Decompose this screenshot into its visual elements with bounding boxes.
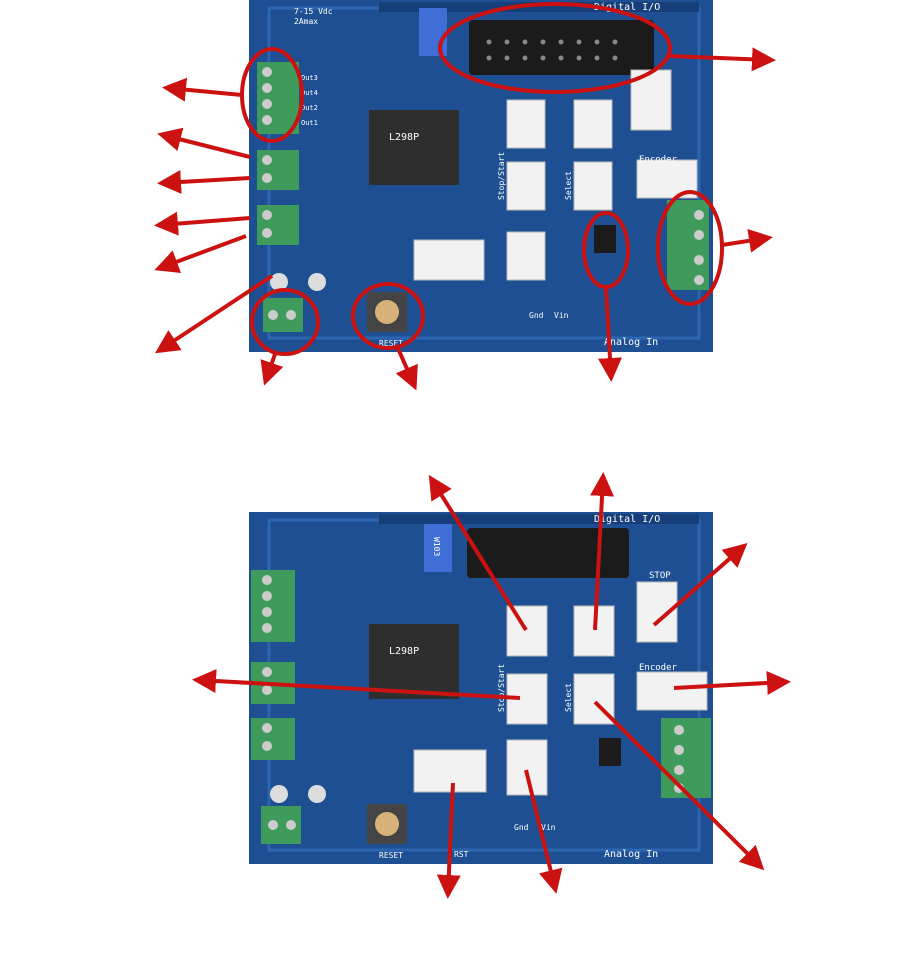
circle-ribbon-header (440, 4, 670, 92)
arrow-bottom-connector (448, 783, 453, 893)
arrow-encoder (674, 682, 785, 688)
circle-jumper (584, 213, 628, 287)
arrow-solenoids (722, 238, 767, 245)
arrow-small-terminal (266, 354, 275, 380)
arrow-power-a (160, 218, 250, 225)
arrow-estop-a (163, 135, 250, 157)
arrow-jumper (606, 287, 611, 376)
arrow-stop (595, 478, 603, 630)
arrow-up (432, 480, 526, 630)
arrow-estop-connector (654, 547, 743, 625)
circle-output-terminals (242, 49, 302, 141)
arrow-stopstart (198, 680, 520, 698)
arrow-reset (397, 346, 414, 385)
arrow-estop-b (163, 178, 250, 183)
circle-small-terminal (252, 290, 318, 354)
arrow-ribbon (670, 56, 770, 60)
arrow-select (595, 702, 760, 866)
circle-reset-button (353, 284, 423, 348)
circle-solenoid-terminals (658, 192, 722, 304)
arrow-down (526, 770, 555, 888)
arrow-outputs (168, 88, 242, 95)
arrow-power-b (160, 236, 246, 268)
